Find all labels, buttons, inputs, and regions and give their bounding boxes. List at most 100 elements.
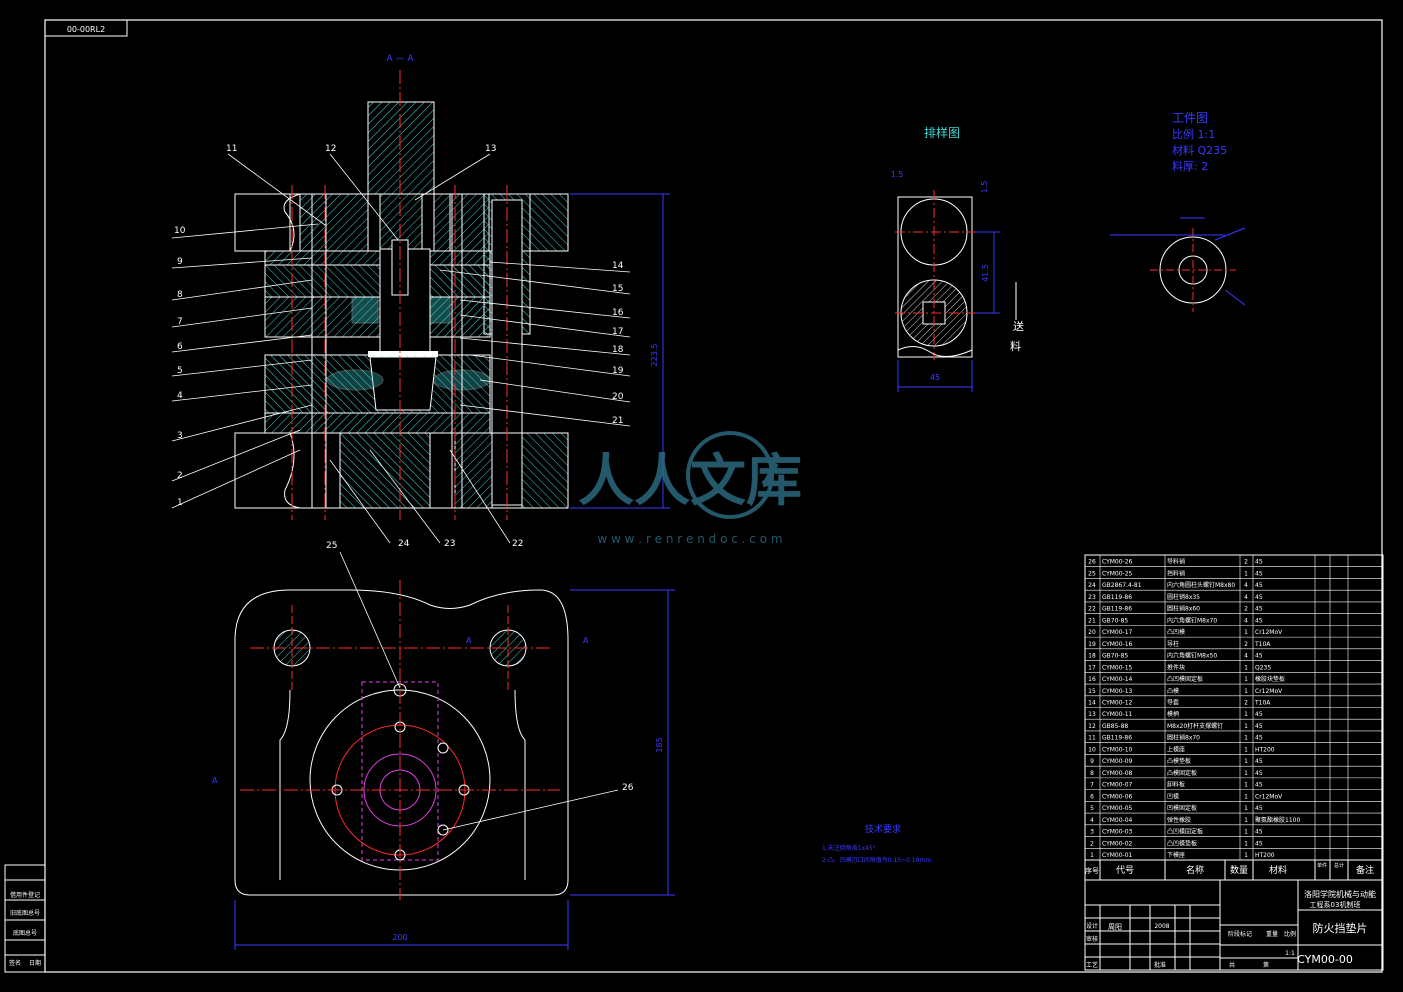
bom-cell: 20 [1088, 629, 1096, 636]
bom-cell: 45 [1255, 582, 1263, 589]
bom-header-name: 名称 [1186, 864, 1204, 876]
bom-cell: 挡料销 [1167, 569, 1185, 577]
bom-cell: 凸模固定板 [1167, 769, 1197, 777]
bom-cell: 1 [1244, 852, 1248, 859]
bom-cell: 1 [1244, 793, 1248, 800]
bom-cell: 1 [1244, 664, 1248, 671]
bom-cell: CYM00-01 [1102, 852, 1133, 859]
bom-cell: 凹模 [1167, 792, 1179, 800]
tech-line-1: 1.未注倒角按1x45°. [822, 844, 878, 852]
bom-cell: 1 [1244, 770, 1248, 777]
bom-cell: 弹性橡胶 [1167, 816, 1191, 824]
bom-cell: 19 [1088, 641, 1096, 648]
bom-cell: 下模座 [1167, 851, 1185, 859]
strip-label-0: 借用件登记 [10, 891, 40, 899]
bom-cell: CYM00-07 [1102, 782, 1133, 789]
watermark-url: w w w . r e n r e n d o c . c o m [597, 532, 782, 546]
bom-cell: GB70-85 [1102, 653, 1128, 660]
callout-7: 7 [177, 317, 183, 327]
bom-cell: 21 [1088, 617, 1096, 624]
bom-cell: 15 [1088, 688, 1096, 695]
bom-cell: 24 [1088, 582, 1096, 589]
bom-cell: 45 [1255, 805, 1263, 812]
bom-cell: 18 [1088, 653, 1096, 660]
strip-dim-top: 1.5 [891, 170, 904, 179]
callout-14: 14 [612, 261, 624, 271]
bom-cell: 1 [1244, 735, 1248, 742]
bom-cell: HT200 [1255, 852, 1275, 859]
section-label: A — A [386, 54, 414, 64]
bom-cell: GB119-86 [1102, 735, 1132, 742]
callout-6: 6 [177, 342, 183, 352]
bom-cell: 2 [1244, 559, 1248, 566]
bom-cell: 2 [1244, 606, 1248, 613]
callout-15: 15 [612, 284, 623, 294]
bom-cell: T10A [1254, 700, 1271, 707]
bom-cell: 凹模固定板 [1167, 804, 1197, 812]
bom-cell: 45 [1255, 559, 1263, 566]
callout-12: 12 [325, 144, 336, 154]
bom-cell: 6 [1090, 793, 1094, 800]
bom-cell: 7 [1090, 782, 1094, 789]
bom-cell: CYM00-06 [1102, 793, 1133, 800]
watermark: 人人文库 w w w . r e n r e n d o c . c o m [578, 431, 802, 546]
tb-scale: 1:1 [1285, 950, 1295, 957]
bom-cell: 45 [1255, 770, 1263, 777]
bom-cell: M8x20打杆支撑螺钉 [1167, 722, 1223, 730]
bom-cell: GB85-88 [1102, 723, 1128, 730]
bom-cell: 5 [1090, 805, 1094, 812]
bom-cell: 1 [1244, 570, 1248, 577]
bom-cell: 上模座 [1167, 745, 1185, 753]
bom-cell: 45 [1255, 617, 1263, 624]
callout-16: 16 [612, 308, 624, 318]
tb-drawing-no: CYM00-00 [1297, 953, 1353, 966]
view-marker-a-top: A [466, 636, 472, 645]
strip-dim-width: 45 [930, 373, 940, 382]
bom-cell: 45 [1255, 735, 1263, 742]
drawing-tag-box [44, 19, 128, 37]
bom-cell: 1 [1244, 711, 1248, 718]
bom-cell: CYM00-05 [1102, 805, 1133, 812]
bom-cell: GB2867.4-81 [1102, 582, 1142, 589]
strip-label-3: 签名 [9, 959, 21, 967]
callout-19: 19 [612, 366, 624, 376]
bom-cell: Cr12MoV [1255, 793, 1283, 800]
bom-cell: CYM00-13 [1102, 688, 1133, 695]
plan-outline [234, 589, 569, 896]
bom-cell: CYM00-12 [1102, 700, 1133, 707]
bom-cell: 45 [1255, 829, 1263, 836]
bom-cell: 1 [1244, 758, 1248, 765]
strip-label-2: 底图总号 [13, 929, 37, 937]
left-binding-strip: 借用件登记 旧底图总号 底图总号 签名 日期 [4, 864, 46, 973]
feed-label-1: 送 [1013, 319, 1024, 333]
bom-cell: 圆柱销8x60 [1167, 605, 1200, 613]
bom-cell: 45 [1255, 653, 1263, 660]
bom-cell: 4 [1244, 582, 1248, 589]
bom-cell: 聚氨酯橡胶1100 [1255, 816, 1300, 824]
dim-plan-depth: 185 [655, 737, 664, 752]
bom-cell: 1 [1244, 840, 1248, 847]
callout-17: 17 [612, 327, 623, 337]
bom-cell: 4 [1090, 817, 1094, 824]
callout-4: 4 [177, 391, 183, 401]
bom-cell: 导料销 [1167, 558, 1185, 566]
tb-stage: 阶段标记 [1228, 930, 1252, 938]
workpiece-material: 材料 Q235 [1172, 143, 1227, 157]
tb-weight: 重量 [1266, 930, 1278, 938]
bom-cell: 1 [1244, 676, 1248, 683]
bom-cell: CYM00-14 [1102, 676, 1133, 683]
bom-cell: 1 [1244, 817, 1248, 824]
callout-9: 9 [177, 257, 183, 267]
callout-1: 1 [177, 498, 183, 508]
section-view-aa: A — A [171, 54, 670, 549]
strip-layout: 排样图 1.5 1.5 41.5 45 送 料 [891, 125, 1024, 392]
tb-date: 2008 [1154, 923, 1169, 930]
callout-24: 24 [398, 539, 410, 549]
bom-cell: 4 [1244, 594, 1248, 601]
bom-cell: 8 [1090, 770, 1094, 777]
bom-cell: GB119-86 [1102, 606, 1132, 613]
bom-cell: 22 [1088, 606, 1096, 613]
bom-cell: 45 [1255, 758, 1263, 765]
bom-cell: CYM00-16 [1102, 641, 1133, 648]
